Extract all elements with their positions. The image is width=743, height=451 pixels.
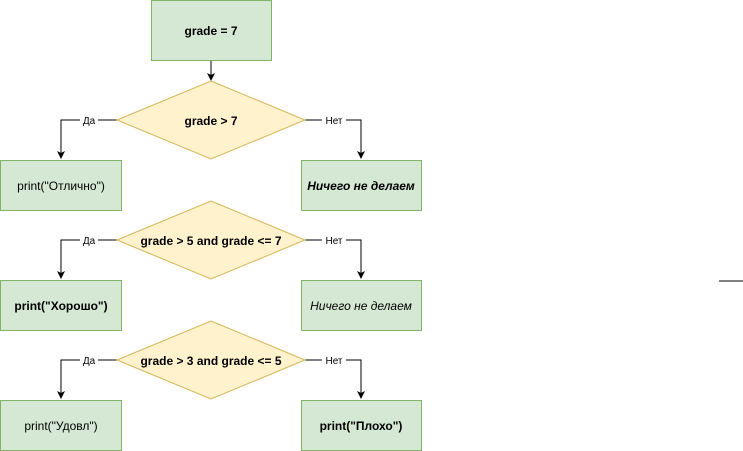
node-out-nothing-1: Ничего не делаем	[301, 160, 422, 211]
node-out-nothing-2: Ничего не делаем	[301, 280, 422, 331]
edge-label-yes-2: Да	[83, 236, 96, 247]
edge-cond1-yes	[57, 119, 117, 159]
decision-1-label: grade > 7	[184, 114, 237, 128]
decision-2: grade > 5 and grade <= 7	[115, 200, 307, 280]
edge-cond3-yes	[57, 359, 117, 399]
node-out-bad: print("Плохо")	[301, 400, 422, 451]
node-out-excellent: print("Отлично")	[0, 160, 122, 211]
decision-3: grade > 3 and grade <= 5	[115, 320, 307, 400]
edge-label-no-1: Нет	[325, 116, 342, 127]
node-start-label: grade = 7	[184, 24, 237, 38]
node-out-satisfactory: print("Удовл")	[0, 400, 122, 451]
node-start: grade = 7	[151, 0, 272, 61]
decision-2-label: grade > 5 and grade <= 7	[140, 234, 281, 248]
node-out-nothing-2-label: Ничего не делаем	[310, 299, 412, 313]
edge-label-yes-1: Да	[83, 116, 96, 127]
node-out-satisfactory-label: print("Удовл")	[24, 419, 97, 433]
node-out-bad-label: print("Плохо")	[320, 419, 403, 433]
edge-label-no-2: Нет	[325, 236, 342, 247]
edge-labels: Да Нет Да Нет Да Нет	[80, 114, 346, 367]
edge-label-no-3: Нет	[325, 356, 342, 367]
edge-label-yes-3: Да	[83, 356, 96, 367]
node-out-good-label: print("Хорошо")	[14, 299, 107, 313]
node-out-nothing-1-label: Ничего не делаем	[307, 179, 415, 193]
decision-3-label: grade > 3 and grade <= 5	[140, 354, 281, 368]
decision-1: grade > 7	[115, 80, 307, 160]
node-out-excellent-label: print("Отлично")	[17, 179, 105, 193]
edge-cond2-yes	[57, 239, 117, 279]
node-out-good: print("Хорошо")	[0, 280, 122, 331]
